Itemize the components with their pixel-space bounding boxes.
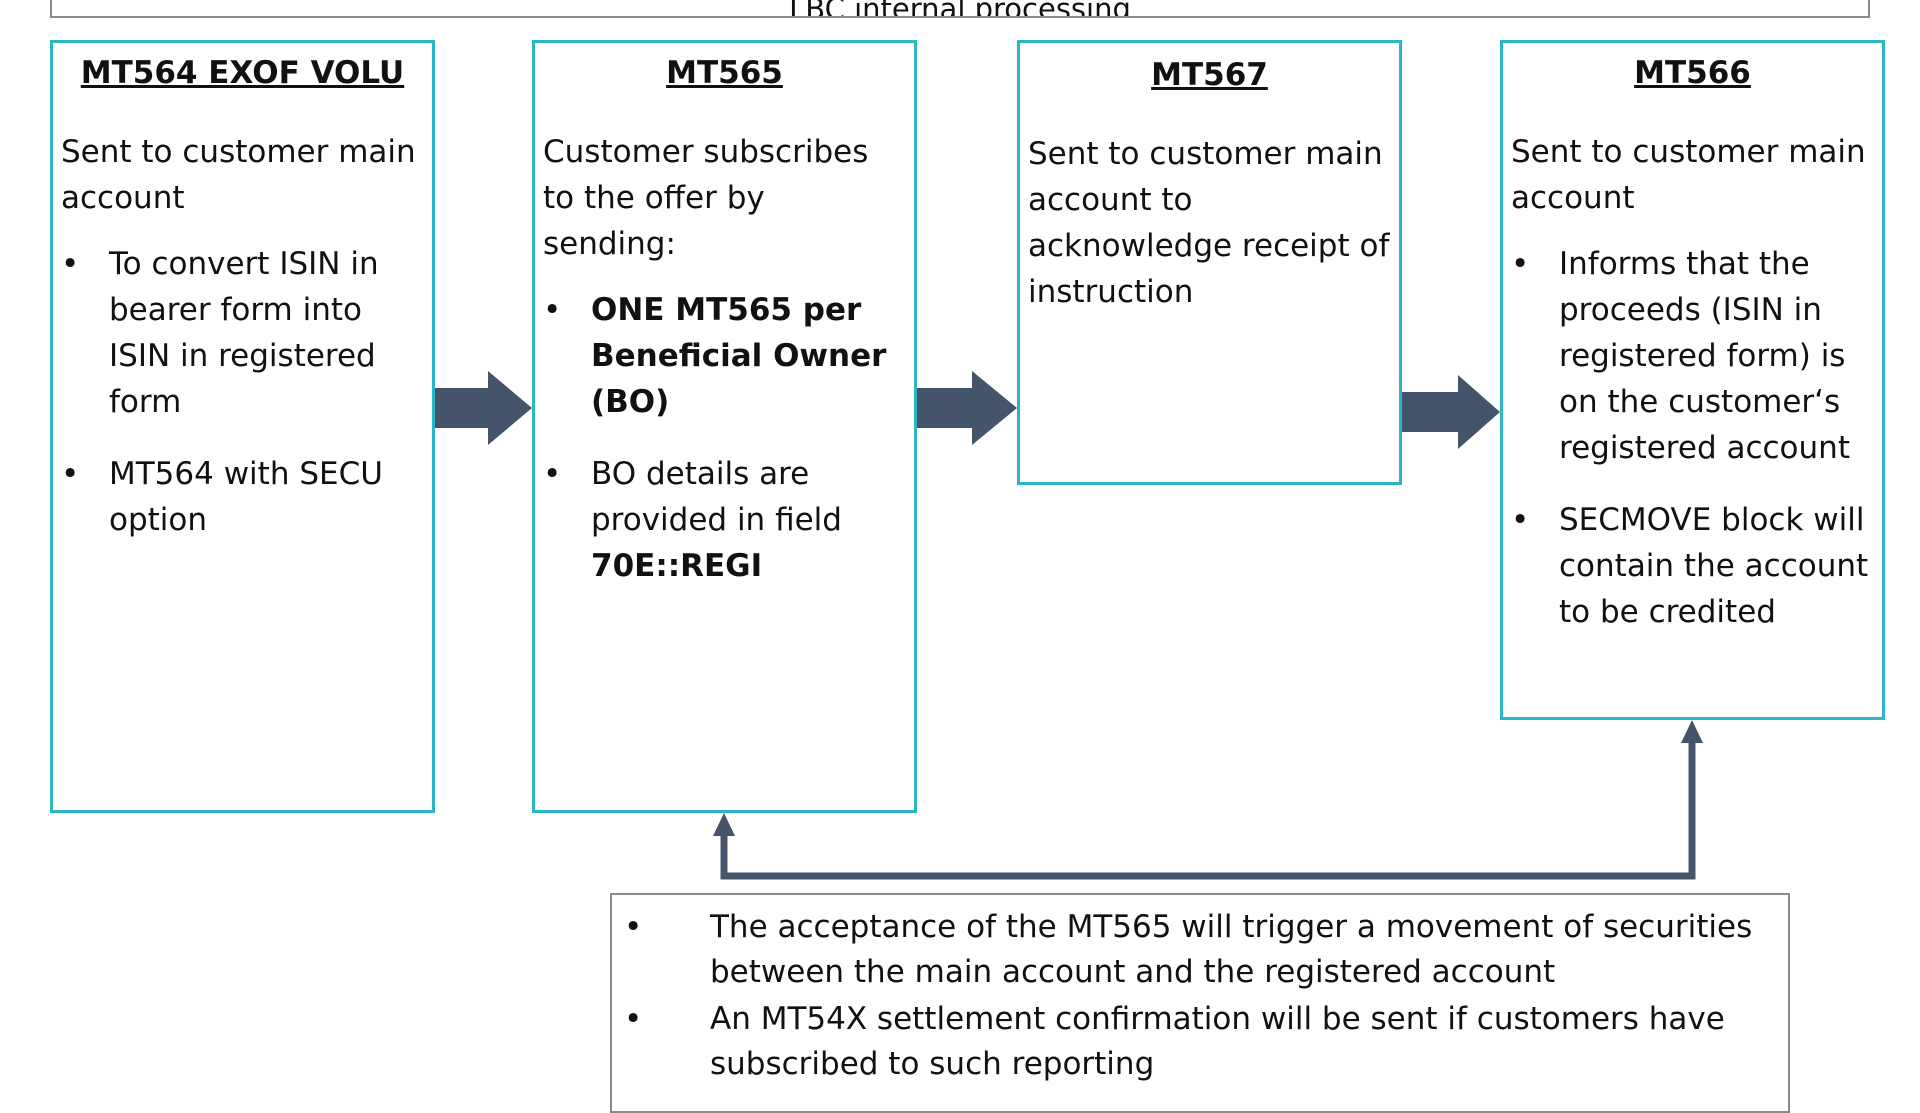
return-arrowhead-mt565 xyxy=(713,813,735,836)
mt566-box: MT566 Sent to customer main account Info… xyxy=(1500,40,1885,720)
banner-text: LBC internal processing xyxy=(789,0,1131,18)
box-bullet: BO details are provided in field 70E::RE… xyxy=(543,451,906,589)
arrow-mt565-to-mt567 xyxy=(917,371,1017,445)
arrow-mt564-to-mt565 xyxy=(435,371,532,445)
settlement-note-box: The acceptance of the MT565 will trigger… xyxy=(610,893,1790,1113)
box-bullet-text: BO details are provided in field xyxy=(591,456,842,538)
box-bullet-text: To convert ISIN in bearer form into ISIN… xyxy=(109,246,379,420)
box-bullet: MT564 with SECU option xyxy=(61,451,424,543)
note-bullet: An MT54X settlement confirmation will be… xyxy=(624,997,1768,1087)
mt566-intro: Sent to customer main account xyxy=(1511,134,1866,216)
mt565-box: MT565 Customer subscribes to the offer b… xyxy=(532,40,917,813)
process-diagram: LBC internal processing MT564 EXOF VOLU … xyxy=(0,0,1920,1080)
mt566-bullets: Informs that the proceeds (ISIN in regis… xyxy=(1511,241,1874,635)
mt566-title: MT566 xyxy=(1634,55,1751,91)
mt564-box: MT564 EXOF VOLU Sent to customer main ac… xyxy=(50,40,435,813)
box-bullet: To convert ISIN in bearer form into ISIN… xyxy=(61,241,424,425)
mt565-intro: Customer subscribes to the offer by send… xyxy=(543,134,869,262)
mt564-title: MT564 EXOF VOLU xyxy=(80,55,405,91)
settlement-note-bullets: The acceptance of the MT565 will trigger… xyxy=(624,905,1768,1087)
box-bullet-text: ONE MT565 per Beneficial Owner (BO) xyxy=(591,292,887,420)
arrow-mt567-to-mt566 xyxy=(1402,375,1500,449)
mt565-title: MT565 xyxy=(666,55,783,91)
box-bullet: ONE MT565 per Beneficial Owner (BO) xyxy=(543,287,906,425)
mt567-box: MT567 Sent to customer main account to a… xyxy=(1017,40,1402,485)
box-bullet: SECMOVE block will contain the account t… xyxy=(1511,497,1874,635)
mt567-intro: Sent to customer main account to acknowl… xyxy=(1028,136,1390,310)
mt565-bullets: ONE MT565 per Beneficial Owner (BO) BO de… xyxy=(543,287,906,589)
internal-processing-banner: LBC internal processing xyxy=(50,0,1870,18)
note-bullet: The acceptance of the MT565 will trigger… xyxy=(624,905,1768,995)
box-bullet-text: SECMOVE block will contain the account t… xyxy=(1559,502,1869,630)
box-bullet: Informs that the proceeds (ISIN in regis… xyxy=(1511,241,1874,471)
box-bullet-text: MT564 with SECU option xyxy=(109,456,383,538)
return-connector-line xyxy=(720,736,1696,880)
mt564-intro: Sent to customer main account xyxy=(61,134,416,216)
mt564-bullets: To convert ISIN in bearer form into ISIN… xyxy=(61,241,424,543)
box-bullet-text: Informs that the proceeds (ISIN in regis… xyxy=(1559,246,1850,466)
return-arrowhead-mt566 xyxy=(1681,720,1703,743)
mt567-title: MT567 xyxy=(1151,57,1268,93)
box-bullet-text: 70E::REGI xyxy=(591,548,763,584)
connector-arrows xyxy=(435,371,1703,880)
